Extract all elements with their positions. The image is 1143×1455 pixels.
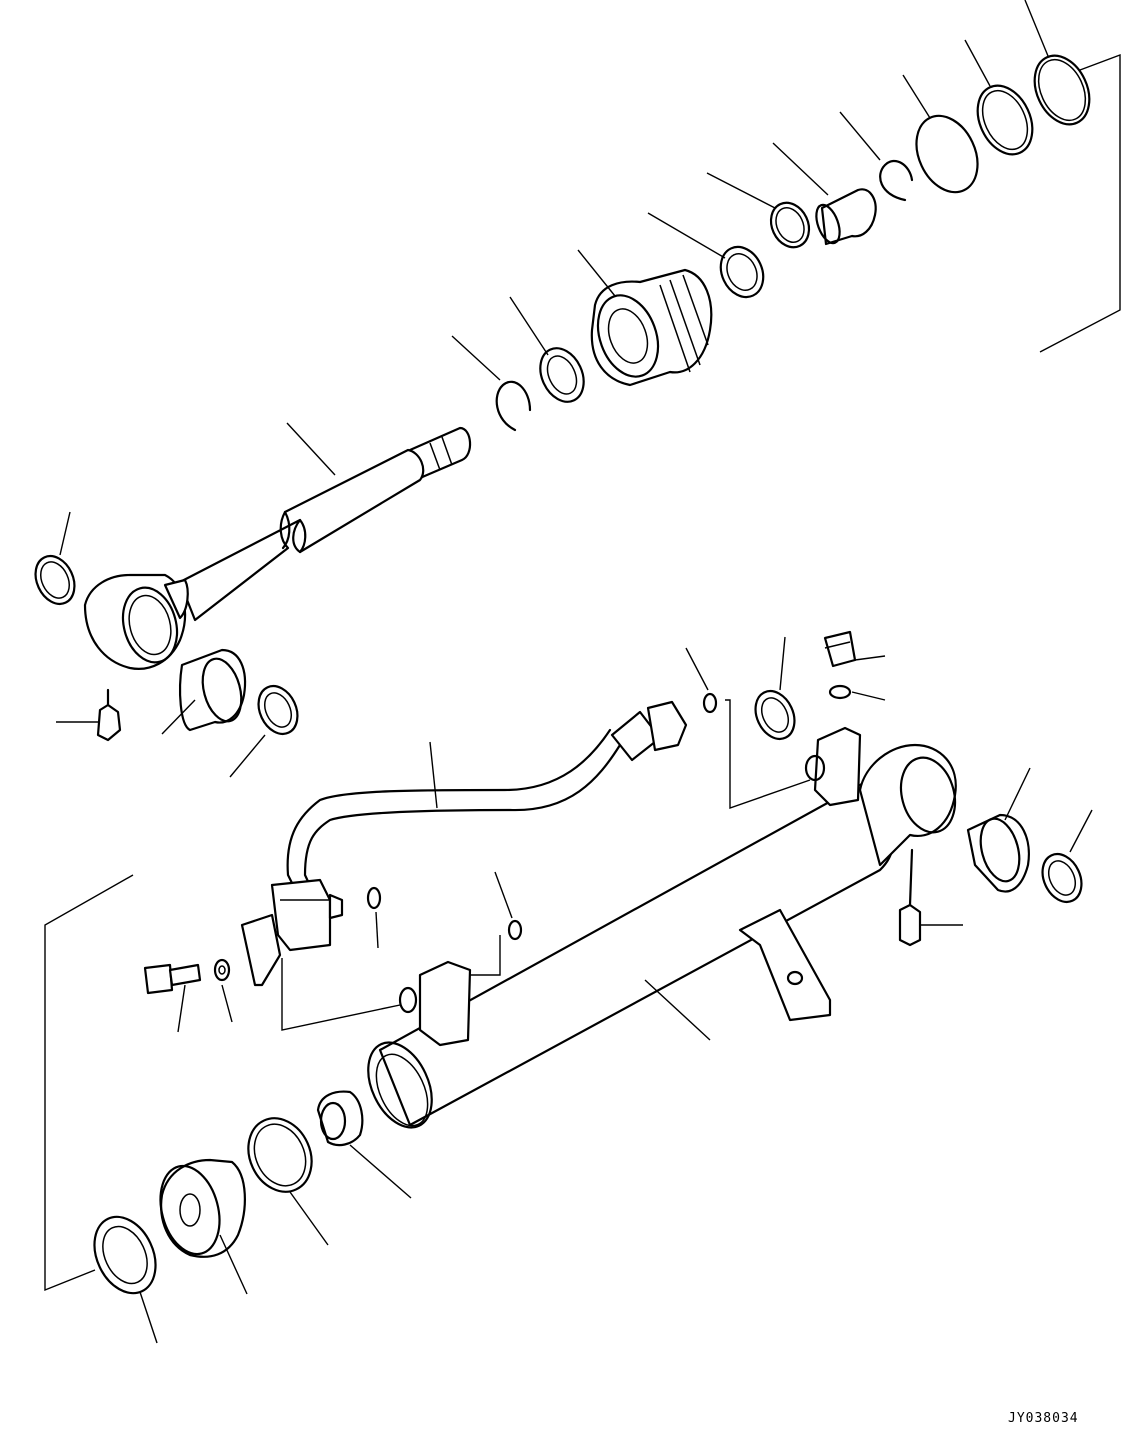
leader-ring-bottom-eye — [1069, 809, 1093, 853]
o-ring-2 — [507, 919, 523, 941]
leader-rod-seal — [509, 296, 549, 356]
ring-outer-1-inner — [1037, 58, 1087, 122]
connector-o-ring-2 — [470, 935, 501, 976]
hydraulic-tube — [286, 728, 612, 897]
leader-seal-ring-1 — [706, 172, 776, 209]
o-ring-3 — [702, 692, 718, 714]
ring-outer-2 — [976, 84, 1034, 156]
connector-o-ring-3 — [725, 699, 811, 809]
ring-outer-1 — [1033, 54, 1091, 126]
tube-clamp-block — [270, 878, 332, 952]
leader-cylinder-head — [577, 249, 616, 297]
bushing-rod-eye — [178, 648, 247, 732]
bracket-cylinder-group — [44, 874, 134, 1292]
leader-bushing — [772, 142, 829, 196]
piston-rod-body — [178, 448, 425, 622]
bracket-rod-group — [1039, 53, 1121, 353]
ring-outer-3 — [915, 114, 979, 194]
leader-wear-ring — [289, 1191, 329, 1246]
leader-hydraulic-tube — [429, 741, 438, 809]
leader-ring-outer-2 — [964, 39, 991, 87]
cylinder-bottom-eye — [858, 743, 957, 867]
wear-ring — [247, 1117, 313, 1193]
port-block-bottom — [813, 726, 862, 807]
piston-rod-end — [408, 426, 472, 480]
port-block-head — [418, 960, 472, 1047]
leader-bushing-rod-eye — [161, 699, 196, 735]
clamp-bolt-head — [143, 963, 174, 995]
piston-seal — [93, 1215, 157, 1295]
cylinder-tube — [378, 781, 897, 1127]
leader-piston-rod — [286, 422, 336, 476]
leader-seal-ring-bottom — [779, 636, 786, 691]
plug — [823, 630, 857, 668]
leader-piston — [219, 1234, 248, 1295]
rod-eye — [83, 573, 187, 670]
piston — [160, 1158, 246, 1258]
cylinder-head — [590, 268, 713, 387]
o-ring-1 — [366, 886, 382, 910]
leader-o-ring-2 — [494, 871, 513, 919]
leader-clamp-washer — [221, 984, 233, 1023]
leader-ring-rod-eye — [59, 511, 71, 556]
plug-o-ring — [828, 684, 852, 700]
leader-seal-ring-rod-eye — [229, 734, 266, 778]
seal-ring-1 — [769, 201, 811, 249]
seal-ring-bottom — [754, 689, 796, 741]
rod-assembly — [34, 0, 1121, 778]
leader-o-ring-3 — [685, 647, 709, 691]
leader-piston-nut — [349, 1144, 412, 1199]
ring-bottom-eye — [1041, 852, 1083, 904]
drawing-code: JY038034 — [1008, 1411, 1079, 1426]
clamp-bolt-shank — [168, 963, 202, 987]
snap-ring-split — [879, 159, 914, 202]
leader-snap-ring-split — [839, 111, 881, 161]
grease-fitting-bottom — [898, 903, 922, 947]
grease-fitting-rod — [96, 703, 122, 742]
leader-plug-o-ring — [851, 691, 886, 701]
rod-seal — [539, 347, 585, 403]
seal-ring-rod-eye — [257, 684, 299, 736]
leader-cylinder-tube — [644, 979, 711, 1041]
leader-plug — [854, 655, 886, 661]
connector-clamp — [281, 958, 401, 1031]
clamp-washer — [213, 958, 231, 982]
leader-piston-seal — [139, 1291, 158, 1344]
ring-outer-2-inner — [981, 89, 1029, 151]
leader-bushing-bottom-eye — [1004, 767, 1031, 821]
leader-o-ring-1 — [375, 911, 379, 949]
leader-ring-outer-3 — [902, 74, 931, 119]
leader-wiper-ring — [647, 212, 726, 259]
snap-ring-small — [495, 380, 532, 432]
ring-rod-eye — [34, 554, 76, 606]
mounting-plate — [738, 908, 832, 1022]
bushing — [820, 188, 877, 246]
wiper-ring — [719, 245, 765, 299]
tube-clamp-bracket — [240, 913, 282, 987]
leader-clamp-bolt — [177, 984, 186, 1033]
leader-ring-outer-1 — [1024, 0, 1049, 57]
leader-snap-ring-small — [451, 335, 501, 381]
cylinder-assembly — [44, 630, 1093, 1344]
